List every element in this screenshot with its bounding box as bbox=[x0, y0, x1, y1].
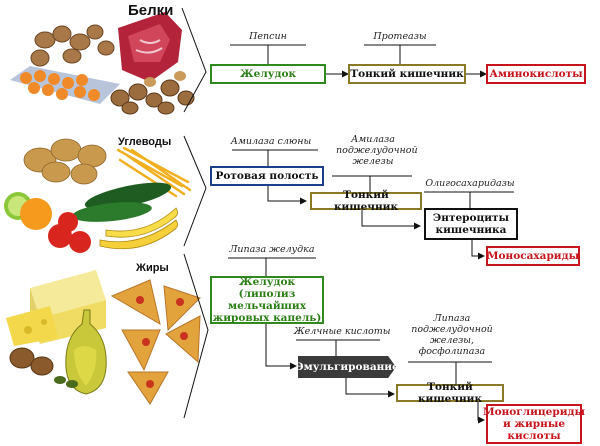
meat-eggs-nuts-image bbox=[10, 12, 195, 115]
box-monosaccharides: Моносахариды bbox=[486, 246, 580, 266]
box-small-intestine-proteins: Тонкий кишечник bbox=[348, 64, 466, 84]
enzyme-salivary-amylase: Амилаза слюны bbox=[230, 136, 312, 147]
enzyme-pancreatic-lipase: Липаза поджелудочной железы, фосфолипаза bbox=[411, 313, 493, 357]
box-small-intestine-carbs: Тонкий кишечник bbox=[310, 189, 422, 213]
box-stomach-proteins: Желудок bbox=[210, 64, 326, 84]
enzyme-proteases: Протеазы bbox=[373, 31, 427, 42]
box-oral-cavity: Ротовая полость bbox=[210, 166, 324, 186]
enzyme-pepsin: Пепсин bbox=[249, 31, 287, 42]
box-amino-acids: Аминокислоты bbox=[486, 64, 586, 84]
enzyme-bile-acids: Желчные кислоты bbox=[294, 326, 391, 337]
section-title-proteins: Белки bbox=[128, 2, 174, 19]
box-emulsification: Эмульгирование bbox=[298, 356, 396, 378]
box-stomach-fats: Желудок (липолиз мельчайших жировых капе… bbox=[210, 276, 324, 324]
protein-connectors bbox=[230, 44, 487, 78]
cheese-oil-pizza-image bbox=[6, 270, 201, 405]
enzyme-oligosaccharidases: Олигосахаридазы bbox=[425, 178, 515, 189]
box-monoglycerides: Моноглицериды и жирные кислоты bbox=[482, 404, 586, 444]
section-title-fats: Жиры bbox=[136, 262, 169, 274]
carb-connectors bbox=[232, 149, 514, 260]
fat-connectors bbox=[228, 257, 492, 424]
enzyme-gastric-lipase: Липаза желудка bbox=[229, 244, 315, 255]
enzyme-pancreatic-amylase: Амилаза поджелудочной железы bbox=[336, 134, 418, 167]
vegetables-fruits-image bbox=[4, 138, 192, 253]
section-title-carbs: Углеводы bbox=[118, 136, 172, 148]
section-brackets bbox=[181, 7, 209, 419]
box-small-intestine-fats: Тонкий кишечник bbox=[396, 381, 504, 405]
box-enterocytes: Энтероциты кишечника bbox=[424, 208, 518, 240]
